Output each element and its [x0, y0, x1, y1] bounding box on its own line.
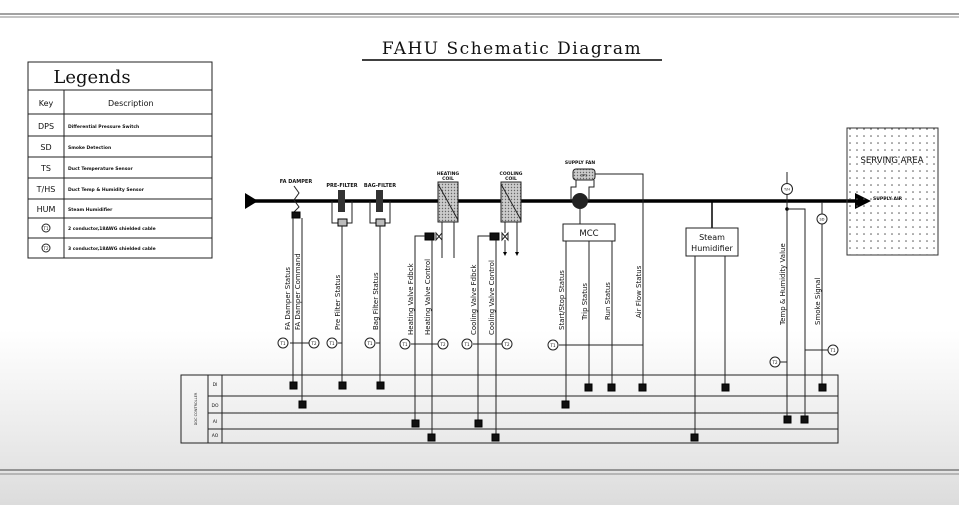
svg-text:FA DAMPER: FA DAMPER [280, 179, 313, 185]
intake-arrow-icon [245, 193, 258, 209]
svg-text:HUM: HUM [37, 205, 56, 214]
svg-text:T/HS: T/HS [36, 185, 56, 194]
fa-damper: FA DAMPER [280, 179, 313, 219]
legend-key-header: Key [39, 99, 54, 108]
field-wiring [290, 218, 828, 438]
svg-text:T1: T1 [402, 342, 408, 347]
mcc-panel: MCC [562, 223, 616, 242]
svg-text:SD: SD [40, 143, 51, 152]
svg-text:T1: T1 [43, 226, 49, 231]
svg-text:Duct Temperature Sensor: Duct Temperature Sensor [68, 166, 134, 172]
svg-text:Steam Humidifier: Steam Humidifier [68, 207, 113, 213]
bus-ao: AO [212, 433, 219, 439]
svg-text:2 conductor,18AWG shielded cab: 2 conductor,18AWG shielded cable [68, 226, 156, 232]
controller-label: DDC CONTROLLER [194, 392, 198, 425]
svg-text:T2: T2 [504, 342, 510, 347]
svg-text:BAG-FILTER: BAG-FILTER [364, 183, 396, 189]
dps-sensor-icon [375, 218, 386, 227]
svg-text:T2: T2 [772, 360, 778, 365]
valve-actuator-icon [489, 232, 500, 241]
ddc-controller: DDC CONTROLLER DI DO AI AO [180, 374, 839, 444]
heating-coil: HEATING COIL [414, 171, 459, 340]
svg-text:PRE-FILTER: PRE-FILTER [326, 183, 357, 189]
label-fa-damper-status: FA Damper Status [284, 267, 292, 330]
fan-icon [572, 193, 588, 209]
valve-icon [501, 231, 509, 242]
svg-text:TS: TS [40, 164, 51, 173]
svg-text:SD: SD [820, 218, 825, 222]
label-trip-status: Trip Status [581, 283, 589, 321]
label-pre-filter-status: Pre Filter Status [334, 274, 342, 330]
svg-text:T1: T1 [367, 341, 373, 346]
label-temp-humidity-value: Temp & Humidity Value [779, 243, 787, 326]
svg-text:SUPPLY FAN: SUPPLY FAN [565, 160, 596, 166]
svg-text:Smoke Detection: Smoke Detection [68, 145, 111, 151]
bus-ai: AI [213, 419, 217, 425]
label-air-flow-status: Air Flow Status [635, 265, 643, 318]
supply-fan: SUPPLY FAN DPS [565, 160, 644, 388]
label-fa-damper-command: FA Damper Command [294, 253, 302, 330]
svg-text:T2: T2 [440, 342, 446, 347]
svg-text:T1: T1 [550, 343, 556, 348]
legend-desc-header: Description [108, 99, 154, 108]
label-cooling-valve-control: Cooling Valve Control [488, 260, 496, 335]
svg-text:COIL: COIL [505, 176, 517, 182]
svg-text:DPS: DPS [38, 122, 54, 131]
svg-text:Duct Temp & Humidity Sensor: Duct Temp & Humidity Sensor [68, 187, 145, 193]
steam-humidifier: Steam Humidifier [685, 201, 739, 257]
diagram-title: FAHU Schematic Diagram [382, 39, 642, 59]
actuator-icon [291, 211, 301, 219]
valve-icon [435, 231, 443, 242]
svg-text:COIL: COIL [442, 176, 454, 182]
svg-text:Differential Pressure Switch: Differential Pressure Switch [68, 124, 139, 130]
label-smoke-signal: Smoke Signal [814, 278, 822, 325]
svg-text:SERVING AREA: SERVING AREA [860, 156, 923, 166]
signal-labels: FA Damper Status FA Damper Command Pre F… [284, 243, 822, 335]
controller-terminals [289, 381, 827, 442]
bus-di: DI [213, 382, 218, 388]
dps-sensor-icon [337, 218, 348, 227]
svg-text:T1: T1 [329, 341, 335, 346]
cable-tags: T1 T2 T1 T1 T1 T2 T1 T2 T1 T2 T1 [277, 337, 839, 368]
svg-text:MCC: MCC [579, 229, 598, 239]
svg-text:Humidifier: Humidifier [691, 244, 733, 253]
svg-text:T1: T1 [830, 348, 836, 353]
svg-text:T1: T1 [464, 342, 470, 347]
svg-text:T1: T1 [280, 341, 286, 346]
serving-area: SERVING AREA SUPPLY AIR [846, 127, 939, 256]
bus-do: DO [211, 403, 218, 409]
label-heating-valve-fdbck: Heating Valve Fdbck [407, 262, 415, 335]
label-heating-valve-control: Heating Valve Control [424, 259, 432, 335]
label-run-status: Run Status [604, 282, 612, 320]
svg-text:COOLING: COOLING [500, 171, 523, 177]
svg-text:HEATING: HEATING [437, 171, 459, 177]
cooling-coil: COOLING COIL [477, 171, 523, 340]
valve-actuator-icon [424, 232, 435, 241]
svg-text:T/H: T/H [783, 188, 790, 192]
smoke-detector: SD [816, 202, 828, 388]
label-bag-filter-status: Bag Filter Status [372, 272, 380, 330]
label-start-stop-status: Start/Stop Status [558, 270, 566, 330]
svg-text:DPS: DPS [580, 174, 588, 178]
svg-text:SUPPLY AIR: SUPPLY AIR [873, 196, 903, 202]
legend-title: Legends [53, 67, 130, 88]
legend-table: Legends Key Description DPS Differential… [27, 61, 213, 259]
svg-text:T2: T2 [43, 246, 49, 251]
label-cooling-valve-fdbck: Cooling Valve Fdbck [470, 264, 478, 335]
pre-filter: PRE-FILTER [326, 183, 358, 227]
svg-text:3 conductor,18AWG shielded cab: 3 conductor,18AWG shielded cable [68, 246, 156, 252]
bag-filter: BAG-FILTER [364, 183, 396, 227]
svg-text:T2: T2 [311, 341, 317, 346]
svg-text:Steam: Steam [699, 233, 725, 242]
